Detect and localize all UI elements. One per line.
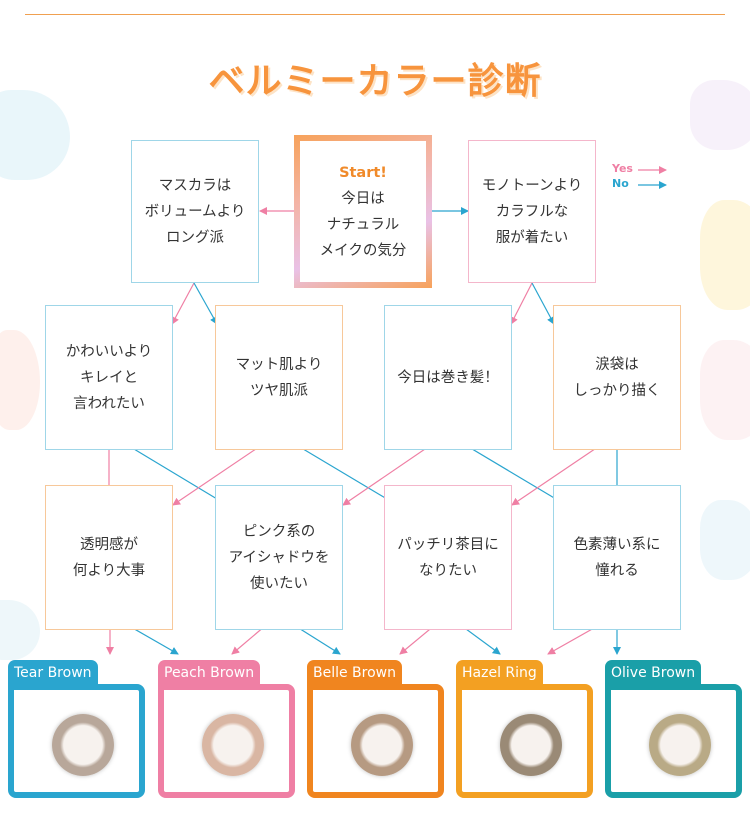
result-name: Hazel Ring xyxy=(456,660,543,686)
question-text: かわいいより xyxy=(65,343,153,360)
yes-arrow xyxy=(510,282,533,325)
top-divider xyxy=(25,14,725,15)
question-text: 今日は xyxy=(341,190,385,207)
result-name: Tear Brown xyxy=(8,660,98,686)
background-blob xyxy=(700,340,750,440)
question-text: 服が着たい xyxy=(495,229,569,246)
page-title: ベルミーカラー診断 xyxy=(208,61,542,102)
question-text: モノトーンより xyxy=(481,177,583,194)
result-card[interactable]: Belle Brown xyxy=(307,660,444,798)
question-text: 何より大事 xyxy=(72,562,146,579)
result-name: Belle Brown xyxy=(307,660,403,686)
no-arrow xyxy=(531,282,555,325)
result-card[interactable]: Hazel Ring xyxy=(456,660,593,798)
question-text: ナチュラル xyxy=(326,216,400,233)
result-card[interactable]: Olive Brown xyxy=(605,660,742,798)
legend-yes-label: Yes xyxy=(612,162,633,175)
question-pink: ピンク系の アイシャドウを 使いたい xyxy=(215,485,343,630)
result-card[interactable]: Peach Brown xyxy=(158,660,295,798)
legend-no-label: No xyxy=(612,177,629,190)
question-text: 憧れる xyxy=(595,562,639,579)
question-text: 今日は巻き髪！ xyxy=(397,369,499,386)
question-text: なりたい xyxy=(419,562,477,579)
question-text: ツヤ肌派 xyxy=(250,382,308,399)
result-card[interactable]: Tear Brown xyxy=(8,660,145,798)
background-blob xyxy=(0,330,40,430)
result-card-body xyxy=(605,684,742,798)
question-monotone: モノトーンより カラフルな 服が着たい xyxy=(468,140,596,283)
start-label: Start! xyxy=(339,164,387,181)
question-matte: マット肌より ツヤ肌派 xyxy=(215,305,343,450)
result-name: Peach Brown xyxy=(158,660,261,686)
result-card-body xyxy=(456,684,593,798)
lens-image xyxy=(202,714,264,776)
result-name: Olive Brown xyxy=(605,660,702,686)
lens-image xyxy=(500,714,562,776)
lens-image xyxy=(52,714,114,776)
question-text: 涙袋は xyxy=(595,356,639,373)
result-card-body xyxy=(8,684,145,798)
question-text: ピンク系の xyxy=(242,523,316,540)
background-blob xyxy=(0,90,70,180)
question-kawaii: かわいいより キレイと 言われたい xyxy=(45,305,173,450)
question-text: 言われたい xyxy=(73,395,145,412)
question-shikiso: 色素薄い系に 憧れる xyxy=(553,485,681,630)
question-toumei: 透明感が 何より大事 xyxy=(45,485,173,630)
question-text: マスカラは xyxy=(158,177,232,194)
question-text: アイシャドウを xyxy=(228,549,330,566)
question-text: 色素薄い系に xyxy=(573,536,661,553)
question-namida: 涙袋は しっかり描く xyxy=(553,305,681,450)
lens-image xyxy=(649,714,711,776)
question-text: キレイと xyxy=(80,369,138,386)
result-card-body xyxy=(307,684,444,798)
background-blob xyxy=(700,200,750,310)
result-card-body xyxy=(158,684,295,798)
question-text: 使いたい xyxy=(250,575,308,592)
question-text: 透明感が xyxy=(80,536,138,553)
question-text: マット肌より xyxy=(235,356,323,373)
question-text: パッチリ茶目に xyxy=(397,536,499,553)
lens-image xyxy=(351,714,413,776)
no-arrow xyxy=(193,282,218,325)
background-blob xyxy=(700,500,750,580)
background-blob xyxy=(690,80,750,150)
question-text: ボリュームより xyxy=(144,203,246,220)
start-box: Start! 今日は ナチュラル メイクの気分 xyxy=(294,135,432,288)
question-curl: 今日は巻き髪！ xyxy=(384,305,512,450)
question-text: メイクの気分 xyxy=(319,242,407,259)
question-text: ロング派 xyxy=(166,229,224,246)
question-mascara: マスカラは ボリュームより ロング派 xyxy=(131,140,259,283)
question-text: しっかり描く xyxy=(573,382,661,399)
yes-arrow xyxy=(171,282,195,325)
question-text: カラフルな xyxy=(495,203,569,220)
question-pacchiri: パッチリ茶目に なりたい xyxy=(384,485,512,630)
